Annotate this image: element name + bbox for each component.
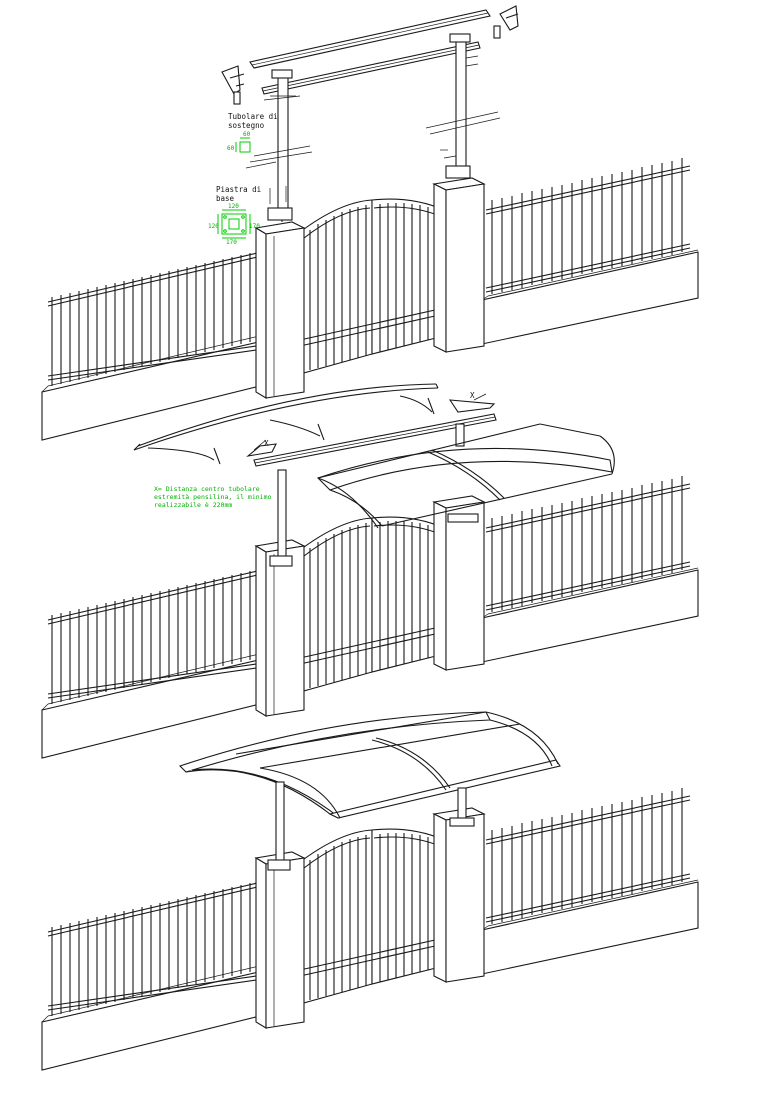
note-line-3: realizzabile è 220mm (154, 501, 232, 509)
dim-tube-width: 60 (243, 131, 251, 138)
label-tubolare-1: Tubolare di (228, 112, 278, 121)
figure-final-assembly (41, 711, 699, 1071)
x-mark-right: X (470, 391, 475, 400)
right-support-tube (455, 35, 467, 175)
figure-exploded-view: Tubolare di sostegno Piastra di base 60 … (41, 5, 699, 441)
right-bracket (499, 5, 519, 31)
note-line-1: X= Distanza centro tubolare (154, 485, 260, 493)
label-piastra-2: base (216, 194, 235, 203)
label-tubolare-2: sostegno (228, 121, 265, 130)
dim-plate-right: 170 (249, 223, 260, 230)
dim-plate-bottom: 170 (226, 239, 237, 246)
left-support-tube (277, 71, 289, 213)
left-bracket (221, 65, 241, 95)
dim-plate-left: 120 (208, 223, 219, 230)
dim-tube-height: 60 (227, 145, 235, 152)
tube-section-detail: 60 60 (227, 131, 251, 153)
bolt-set (245, 55, 501, 204)
base-plate-detail: 120 170 120 170 (208, 203, 260, 246)
canopy-installed (178, 711, 561, 819)
note-line-2: estremità pensilina, il minimo (154, 493, 271, 501)
figure-canopy-placement: X X X= Distanza centro tubolare estremit… (41, 383, 699, 759)
canopy-frame-upper (133, 383, 439, 465)
label-piastra-1: Piastra di (216, 185, 261, 194)
dim-plate-top: 120 (228, 203, 239, 210)
x-mark-left: X (264, 439, 269, 448)
